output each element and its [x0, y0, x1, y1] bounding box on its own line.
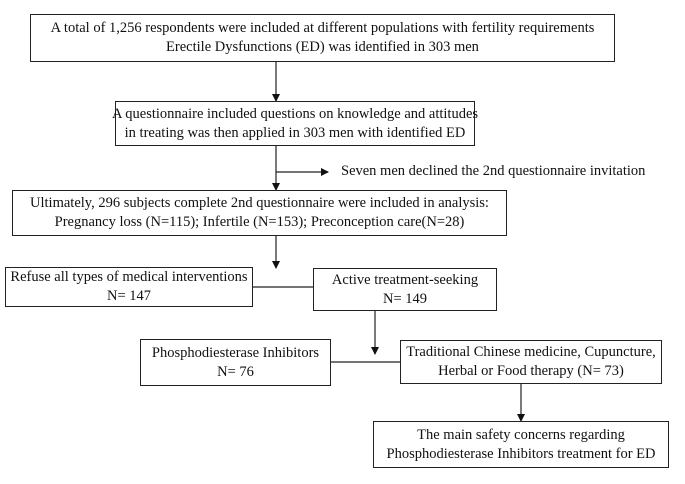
box-tcm-therapy: Traditional Chinese medicine, Cupuncture… — [400, 340, 662, 384]
box-safety-concerns: The main safety concerns regarding Phosp… — [373, 421, 669, 468]
box3-line2: Pregnancy loss (N=115); Infertile (N=153… — [54, 214, 465, 230]
box-questionnaire: A questionnaire included questions on kn… — [111, 101, 479, 146]
refuse-line2: N= 147 — [106, 288, 152, 304]
safety-line1: The main safety concerns regarding — [417, 426, 625, 443]
box-analysis-subjects: Ultimately, 296 subjects complete 2nd qu… — [12, 190, 507, 236]
active-line2: N= 149 — [382, 290, 428, 307]
box-active-treatment: Active treatment-seeking N= 149 — [313, 268, 497, 311]
refuse-line1: Refuse all types of medical intervention… — [10, 269, 248, 285]
box1-line2: Erectile Dysfunctions (ED) was identifie… — [166, 39, 479, 55]
exclusion-note: Seven men declined the 2nd questionnaire… — [341, 163, 646, 179]
tcm-line2: Herbal or Food therapy (N= 73) — [438, 363, 624, 379]
box-refuse-interventions: Refuse all types of medical intervention… — [5, 267, 253, 307]
active-line1: Active treatment-seeking — [331, 271, 479, 288]
pde-line1: Phosphodiesterase Inhibitors — [151, 344, 320, 361]
box-total-respondents: A total of 1,256 respondents were includ… — [30, 14, 615, 62]
box3-line1: Ultimately, 296 subjects complete 2nd qu… — [30, 195, 489, 211]
box2-line2: in treating was then applied in 303 men … — [124, 124, 466, 141]
box2-line1: A questionnaire included questions on kn… — [111, 105, 479, 122]
tcm-line1: Traditional Chinese medicine, Cupuncture… — [406, 344, 656, 360]
safety-line2: Phosphodiesterase Inhibitors treatment f… — [386, 445, 656, 462]
box1-line1: A total of 1,256 respondents were includ… — [50, 20, 595, 36]
pde-line2: N= 76 — [217, 363, 254, 380]
box-pde-inhibitors: Phosphodiesterase Inhibitors N= 76 — [140, 339, 331, 386]
